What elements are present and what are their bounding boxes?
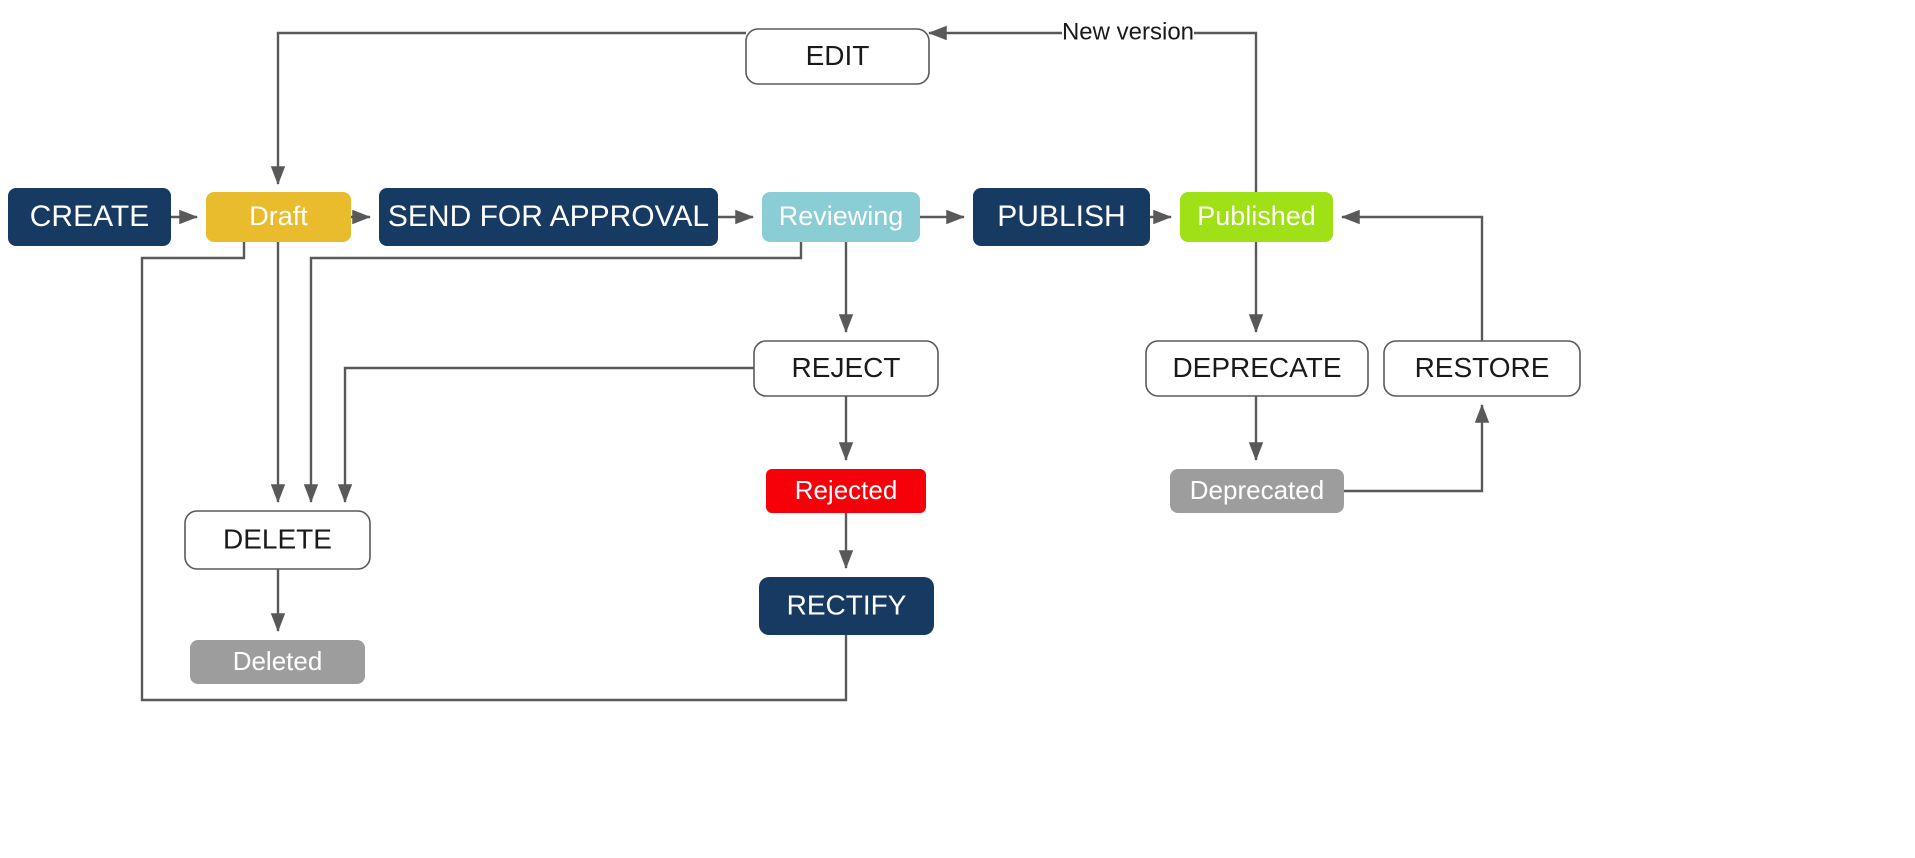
node-rejected[interactable]: Rejected bbox=[766, 469, 926, 513]
node-label-reject: REJECT bbox=[792, 352, 901, 383]
node-label-rejected: Rejected bbox=[795, 475, 898, 505]
node-label-rectify: RECTIFY bbox=[787, 589, 907, 620]
node-box-delete[interactable] bbox=[184, 510, 371, 570]
node-reviewing[interactable]: Reviewing bbox=[762, 192, 920, 242]
node-box-draft[interactable] bbox=[206, 192, 351, 242]
node-send_for_approval[interactable]: SEND FOR APPROVAL bbox=[379, 188, 718, 246]
node-deprecated[interactable]: Deprecated bbox=[1170, 469, 1344, 513]
node-publish[interactable]: PUBLISH bbox=[973, 188, 1150, 246]
node-box-rejected[interactable] bbox=[766, 469, 926, 513]
node-reject[interactable]: REJECT bbox=[753, 340, 939, 397]
edge-rectify-to-draft bbox=[140, 221, 848, 702]
node-label-create: CREATE bbox=[30, 200, 149, 233]
node-box-reviewing[interactable] bbox=[762, 192, 920, 242]
nodes-layer: CREATE Draft SEND FOR APPROVAL Reviewing PUB… bbox=[8, 28, 1581, 684]
node-draft[interactable]: Draft bbox=[206, 192, 351, 242]
edges-layer bbox=[140, 31, 1490, 702]
node-edit[interactable]: EDIT bbox=[745, 28, 930, 85]
edge-labels-layer: New version bbox=[1062, 18, 1194, 45]
node-deprecate[interactable]: DEPRECATE bbox=[1145, 340, 1369, 397]
node-box-edit[interactable] bbox=[745, 28, 930, 85]
edge-edit-to-draft bbox=[270, 31, 746, 185]
node-label-publish: PUBLISH bbox=[997, 200, 1125, 233]
node-label-restore: RESTORE bbox=[1415, 352, 1550, 383]
node-published[interactable]: Published bbox=[1180, 192, 1333, 242]
edge-label-new-version-label: New version bbox=[1062, 18, 1194, 45]
node-box-published[interactable] bbox=[1180, 192, 1333, 242]
node-label-published: Published bbox=[1197, 201, 1316, 231]
edge-restore-to-published bbox=[1341, 209, 1484, 341]
node-box-restore[interactable] bbox=[1383, 340, 1581, 397]
node-box-reject[interactable] bbox=[753, 340, 939, 397]
node-box-send_for_approval[interactable] bbox=[379, 188, 718, 246]
node-box-publish[interactable] bbox=[973, 188, 1150, 246]
edge-reject-to-delete bbox=[337, 366, 754, 503]
node-label-deleted: Deleted bbox=[233, 646, 323, 676]
node-box-deprecated[interactable] bbox=[1170, 469, 1344, 513]
node-box-rectify[interactable] bbox=[759, 577, 934, 635]
node-label-send_for_approval: SEND FOR APPROVAL bbox=[388, 200, 709, 233]
edge-published-newversion-to-edit bbox=[929, 33, 1258, 192]
node-delete[interactable]: DELETE bbox=[184, 510, 371, 570]
node-rectify[interactable]: RECTIFY bbox=[759, 577, 934, 635]
node-deleted[interactable]: Deleted bbox=[190, 640, 365, 684]
node-box-create[interactable] bbox=[8, 188, 171, 246]
node-label-delete: DELETE bbox=[223, 523, 332, 554]
node-create[interactable]: CREATE bbox=[8, 188, 171, 246]
edge-reviewing-to-delete bbox=[303, 242, 803, 503]
node-label-edit: EDIT bbox=[806, 40, 870, 71]
node-box-deleted[interactable] bbox=[190, 640, 365, 684]
node-label-deprecate: DEPRECATE bbox=[1172, 352, 1341, 383]
node-box-deprecate[interactable] bbox=[1145, 340, 1369, 397]
node-label-reviewing: Reviewing bbox=[779, 201, 904, 231]
node-restore[interactable]: RESTORE bbox=[1383, 340, 1581, 397]
node-label-draft: Draft bbox=[249, 201, 308, 231]
edge-deprecated-to-restore bbox=[1344, 404, 1490, 493]
node-label-deprecated: Deprecated bbox=[1190, 475, 1324, 505]
